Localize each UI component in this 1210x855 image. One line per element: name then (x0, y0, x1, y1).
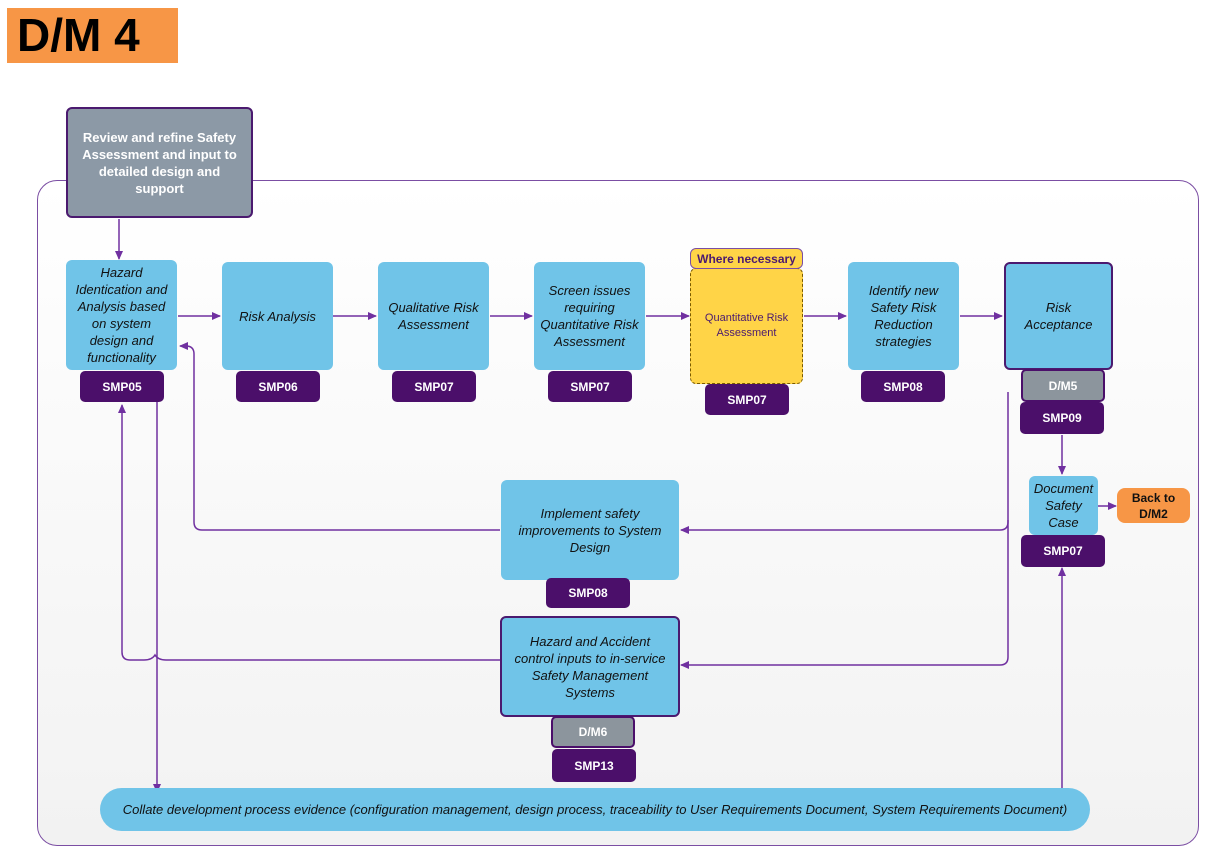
tag-dm5: D/M5 (1021, 369, 1105, 402)
review-refine-box: Review and refine Safety Assessment and … (66, 107, 253, 218)
risk-analysis-box: Risk Analysis (222, 262, 333, 370)
implement-safety-box: Implement safety improvements to System … (501, 480, 679, 580)
risk-acceptance-box: Risk Acceptance (1004, 262, 1113, 370)
tag-smp13: SMP13 (552, 749, 636, 782)
identify-new-strategies-box: Identify new Safety Risk Reduction strat… (848, 262, 959, 370)
page-title: D/M 4 (7, 8, 178, 63)
tag-smp07-document: SMP07 (1021, 535, 1105, 567)
tag-smp07-qualitative: SMP07 (392, 371, 476, 402)
qualitative-risk-box: Qualitative Risk Assessment (378, 262, 489, 370)
tag-smp08-implement: SMP08 (546, 578, 630, 608)
hazard-accident-control-box: Hazard and Accident control inputs to in… (500, 616, 680, 717)
hazard-identification-box: Hazard Identication and Analysis based o… (66, 260, 177, 370)
screen-issues-box: Screen issues requiring Quantitative Ris… (534, 262, 645, 370)
arrow-hazard-accident-to-smp05 (118, 404, 500, 661)
back-to-dm2-box: Back to D/M2 (1117, 488, 1190, 523)
tag-smp09: SMP09 (1020, 402, 1104, 434)
tag-smp07-quantitative: SMP07 (705, 384, 789, 415)
tag-smp08-identify: SMP08 (861, 371, 945, 402)
quantitative-risk-box: Quantitative Risk Assessment (690, 268, 803, 384)
arrow-acceptance-to-hazard-accident (680, 520, 1009, 669)
arrow-implement-to-hazard (179, 342, 500, 531)
collate-evidence-bar: Collate development process evidence (co… (100, 788, 1090, 831)
tag-smp05: SMP05 (80, 371, 164, 402)
tag-dm6: D/M6 (551, 716, 635, 748)
document-safety-case-box: Document Safety Case (1029, 476, 1098, 535)
tag-smp06: SMP06 (236, 371, 320, 402)
where-necessary-label: Where necessary (690, 248, 803, 269)
tag-smp07-screen: SMP07 (548, 371, 632, 402)
